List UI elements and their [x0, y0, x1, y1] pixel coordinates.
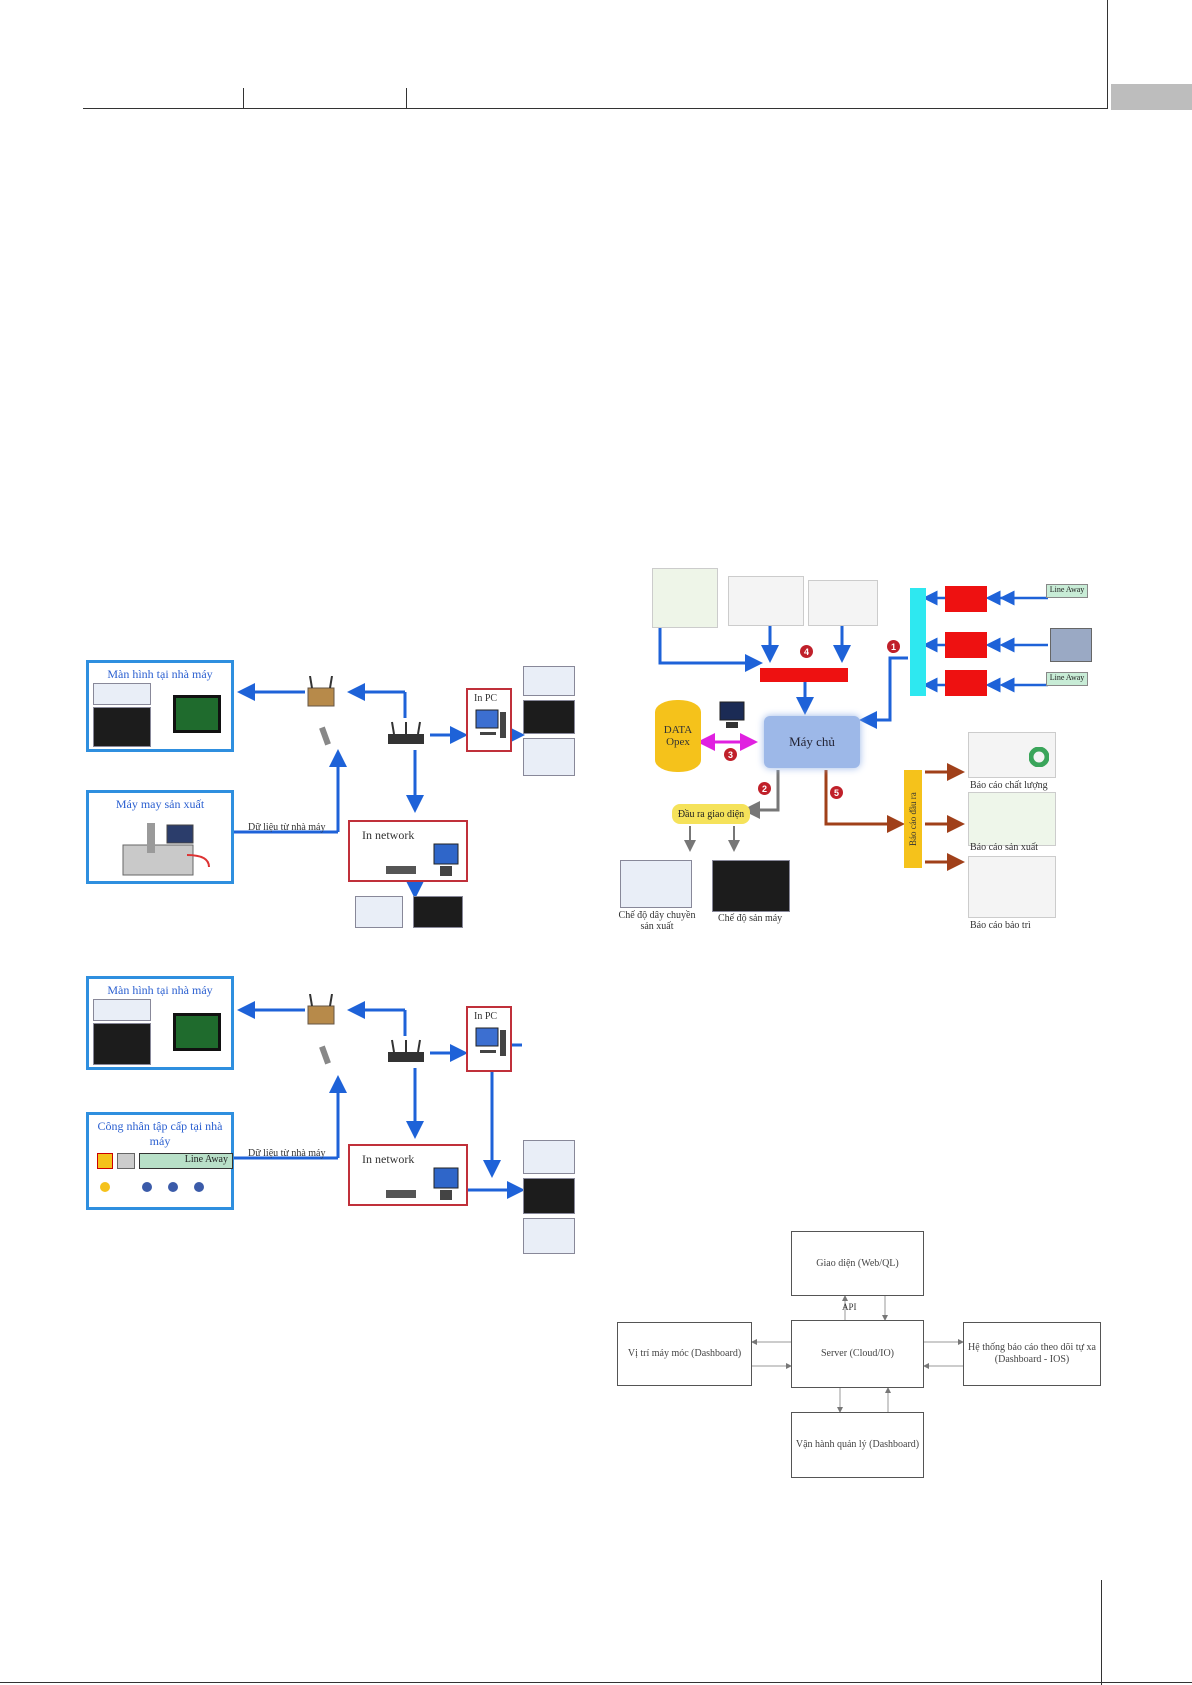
- panel-a-thumb-3: [523, 738, 575, 776]
- panel-b-thumb-1: [523, 1140, 575, 1174]
- panel-b-wifi-router-icon: [388, 1039, 424, 1062]
- badge-4: 4: [800, 645, 813, 658]
- doc-thumb-2: [728, 576, 804, 626]
- donut-chart-icon: [1029, 747, 1049, 767]
- panel-b-thumb-2: [523, 1178, 575, 1214]
- panel-a-wifi-router-icon: [388, 721, 424, 744]
- panel-b-station-icon: [97, 1153, 113, 1169]
- header-tick-2: [406, 88, 407, 108]
- report-production-label: Báo cáo sản xuất: [970, 842, 1039, 853]
- panel-a-pc-icon: [475, 709, 506, 738]
- block-right: Hệ thống báo cáo theo dõi tự xa (Dashboa…: [963, 1322, 1101, 1386]
- panel-b-antenna-icon: [319, 1045, 331, 1065]
- line-away-tag-1: Line Away: [1046, 584, 1088, 598]
- badge-2: 2: [758, 782, 771, 795]
- panel-b-list-thumb: [93, 1023, 151, 1065]
- mode-machine-label: Chế độ sản máy: [718, 913, 783, 924]
- mode-line-thumb: [620, 860, 692, 908]
- line-away-tag-2: Line Away: [1046, 672, 1088, 686]
- block-left: Vị trí máy móc (Dashboard): [617, 1322, 752, 1386]
- output-report-bar: Báo cáo đầu ra: [904, 770, 922, 868]
- interface-output-node: Đầu ra giao diện: [672, 804, 750, 824]
- panel-b-line-label: Line Away: [184, 1154, 228, 1165]
- panel-b-line-title: Công nhân tập cấp tại nhà máy: [97, 1119, 223, 1148]
- panel-a-machine-box: Máy may sản xuất: [86, 790, 234, 884]
- report-quality-label: Báo cáo chất lượng: [970, 780, 1048, 791]
- data-label: DATA Opex: [663, 724, 693, 748]
- panel-b-network-label: In network: [362, 1152, 415, 1166]
- panel-a-network-label: In network: [362, 828, 415, 842]
- panel-b-station-2-icon: [117, 1153, 135, 1169]
- input-cyan-bar: [910, 588, 926, 696]
- header-rule: [83, 108, 1108, 109]
- badge-5: 5: [830, 786, 843, 799]
- panel-a-dashboard-thumb: [93, 683, 151, 705]
- worker-icons: [100, 1182, 204, 1192]
- panel-b-tv-icon: [173, 1013, 221, 1051]
- panel-b-data-label: Dữ liệu từ nhà máy: [248, 1148, 326, 1159]
- data-cylinder: DATA Opex: [655, 700, 701, 772]
- machine-thumb: [1050, 628, 1092, 662]
- report-production-thumb: [968, 792, 1056, 846]
- block-api-label: API: [842, 1302, 857, 1312]
- panel-a-data-label: Dữ liệu từ nhà máy: [248, 822, 326, 833]
- server-pc-icon: [719, 701, 745, 728]
- mode-machine-thumb: [712, 860, 790, 912]
- panel-b-router-icon: [307, 994, 335, 1025]
- doc-thumb-3: [808, 580, 878, 626]
- server-label: Máy chủ: [789, 734, 835, 749]
- footer-tick: [1101, 1580, 1102, 1685]
- report-maintenance-thumb: [968, 856, 1056, 918]
- panel-b-dashboard-thumb: [93, 999, 151, 1021]
- header-tick-1: [243, 88, 244, 108]
- panel-a-bottom-thumb-1: [355, 896, 403, 928]
- panel-b-thumb-3: [523, 1218, 575, 1254]
- panel-a-router-icon: [307, 676, 335, 707]
- panel-b-pc-icon: [475, 1027, 506, 1056]
- right-margin-line: [1107, 0, 1108, 108]
- panel-a-tv-icon: [173, 695, 221, 733]
- interface-label: Đầu ra giao diện: [677, 808, 745, 820]
- badge-3: 3: [724, 748, 737, 761]
- panel-b-line-box: Công nhân tập cấp tại nhà máy Line Away: [86, 1112, 234, 1210]
- panel-b-network-devices-icon: [386, 1167, 459, 1200]
- panel-b-screen-box: Màn hình tại nhà máy: [86, 976, 234, 1070]
- block-bottom: Vận hành quản lý (Dashboard): [791, 1412, 924, 1478]
- panel-a-screen-box: Màn hình tại nhà máy: [86, 660, 234, 752]
- block-center: Server (Cloud/IO): [791, 1320, 924, 1388]
- block-top: Giao diện (Web/QL): [791, 1231, 924, 1296]
- panel-a-bottom-thumb-2: [413, 896, 463, 928]
- panel-a-network-box: In network: [348, 820, 468, 882]
- station-block-1: [945, 586, 987, 612]
- station-block-2: [945, 632, 987, 658]
- output-label: Báo cáo đầu ra: [908, 792, 918, 846]
- panel-b-pc-label: In PC: [474, 1011, 498, 1022]
- panel-a-list-thumb: [93, 707, 151, 747]
- panel-a-screen-title: Màn hình tại nhà máy: [107, 667, 213, 681]
- panel-a-machine-title: Máy may sản xuất: [115, 797, 205, 811]
- panel-a-network-devices-icon: [386, 843, 459, 876]
- footer-rule: [0, 1682, 1192, 1683]
- panel-a-pc-label: In PC: [474, 693, 498, 704]
- panel-b-line-bar: Line Away: [139, 1153, 233, 1169]
- processing-bar: [760, 668, 848, 682]
- doc-thumb-1: [652, 568, 718, 628]
- panel-a-antenna-icon: [319, 726, 331, 746]
- badge-1: 1: [887, 640, 900, 653]
- panel-a-thumb-2: [523, 700, 575, 734]
- report-quality-thumb: [968, 732, 1056, 778]
- panel-b-pc-box: In PC: [466, 1006, 512, 1072]
- station-block-3: [945, 670, 987, 696]
- panel-b-screen-title: Màn hình tại nhà máy: [107, 983, 213, 997]
- panel-a-pc-box: In PC: [466, 688, 512, 752]
- server-node: Máy chủ: [764, 716, 860, 768]
- panel-b-network-box: In network: [348, 1144, 468, 1206]
- report-maintenance-label: Báo cáo bảo trì: [970, 920, 1031, 931]
- mode-line-label: Chế độ dây chuyền sản xuất: [618, 910, 696, 932]
- page-tab: [1111, 84, 1192, 110]
- panel-a-thumb-1: [523, 666, 575, 696]
- sewing-machine-icon: [122, 823, 210, 876]
